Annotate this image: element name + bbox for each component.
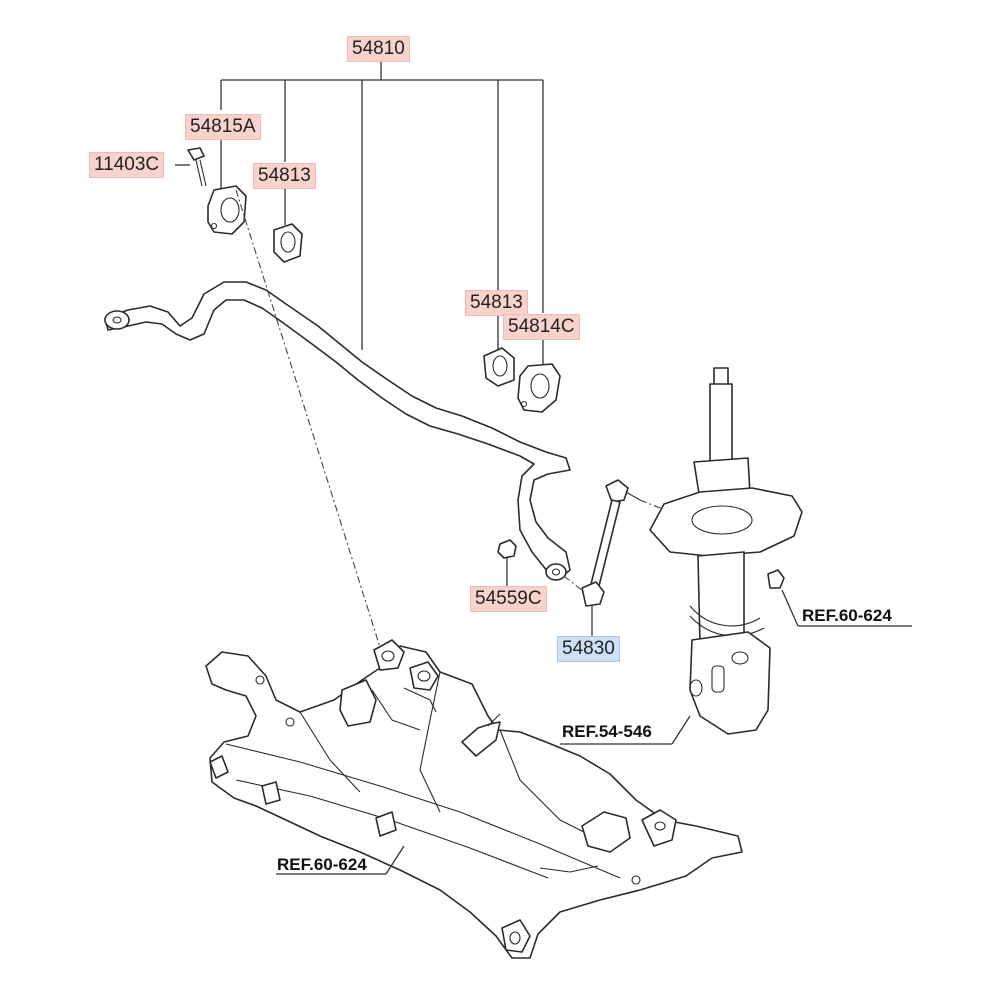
stabilizer-link-54830 bbox=[563, 479, 691, 607]
callout-54559C[interactable]: 54559C bbox=[470, 586, 547, 612]
bolt-11403C bbox=[187, 147, 207, 187]
callout-54814C[interactable]: 54814C bbox=[503, 314, 580, 340]
nut-54559C bbox=[497, 539, 517, 559]
callout-54813-left[interactable]: 54813 bbox=[253, 163, 316, 189]
strut-assembly bbox=[560, 367, 912, 745]
leader-lines-54810 bbox=[175, 60, 593, 636]
callout-54810[interactable]: 54810 bbox=[347, 36, 410, 62]
ref-strut-mount[interactable]: REF.60-624 bbox=[802, 606, 892, 625]
callout-54815A[interactable]: 54815A bbox=[185, 114, 261, 140]
bracket-54815A bbox=[207, 185, 247, 235]
mount-centerline bbox=[235, 189, 385, 661]
bracket-54814C bbox=[517, 363, 561, 413]
callout-11403C[interactable]: 11403C bbox=[89, 152, 165, 178]
front-subframe bbox=[205, 639, 743, 959]
callout-54813-right[interactable]: 54813 bbox=[465, 290, 528, 316]
ref-subframe[interactable]: REF.60-624 bbox=[277, 855, 367, 874]
callout-54830[interactable]: 54830 bbox=[557, 636, 620, 662]
ref-strut[interactable]: REF.54-546 bbox=[562, 722, 652, 741]
stabilizer-bar bbox=[104, 281, 571, 581]
bushing-54813-left bbox=[273, 223, 303, 263]
bushing-54813-right bbox=[483, 347, 515, 387]
